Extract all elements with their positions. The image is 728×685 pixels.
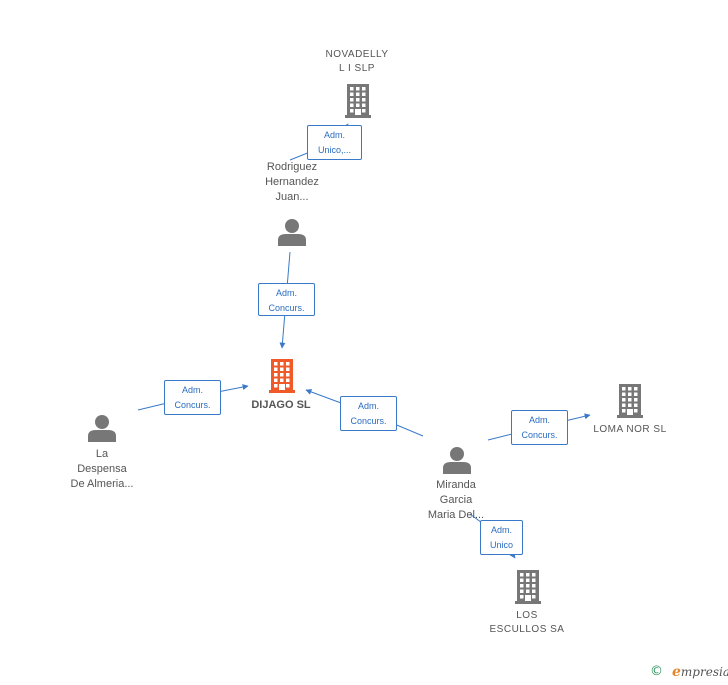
building-icon-lomanor[interactable]	[617, 384, 643, 418]
edge-label-rodriguez-novadelly[interactable]: Adm. Unico,...	[307, 125, 362, 160]
copyright-icon: ©	[650, 664, 663, 679]
node-label-ladespensa[interactable]: La Despensa De Almeria...	[70, 448, 134, 490]
node-label-rodriguez[interactable]: Rodriguez Hernandez Juan...	[265, 161, 319, 203]
empresia-logo[interactable]: empresia	[672, 664, 728, 680]
person-icon-ladespensa[interactable]	[88, 415, 116, 442]
edge-label-rodriguez-dijago[interactable]: Adm. Concurs.	[258, 283, 315, 316]
building-icon-novadelly[interactable]	[345, 84, 371, 118]
node-label-miranda[interactable]: Miranda Garcia Maria Del...	[427, 479, 485, 521]
edge-label-miranda-dijago[interactable]: Adm. Concurs.	[340, 396, 397, 431]
person-icon-rodriguez[interactable]	[278, 219, 306, 246]
building-icon-dijago[interactable]	[269, 359, 295, 393]
node-label-novadelly[interactable]: NOVADELLY L I SLP	[325, 49, 389, 74]
node-label-losescullos[interactable]: LOS ESCULLOS SA	[489, 610, 565, 635]
edge-label-miranda-losescullos[interactable]: Adm. Unico	[480, 520, 523, 555]
edge-label-ladespensa-dijago[interactable]: Adm. Concurs.	[164, 380, 221, 415]
node-label-lomanor[interactable]: LOMA NOR SL	[593, 424, 667, 435]
person-icon-miranda[interactable]	[443, 447, 471, 474]
edge-label-miranda-lomanor[interactable]: Adm. Concurs.	[511, 410, 568, 445]
brand-rest: mpresia	[680, 665, 728, 679]
node-label-dijago[interactable]: DIJAGO SL	[251, 399, 311, 411]
brand-initial: e	[672, 664, 681, 680]
building-icon-losescullos[interactable]	[515, 570, 541, 604]
